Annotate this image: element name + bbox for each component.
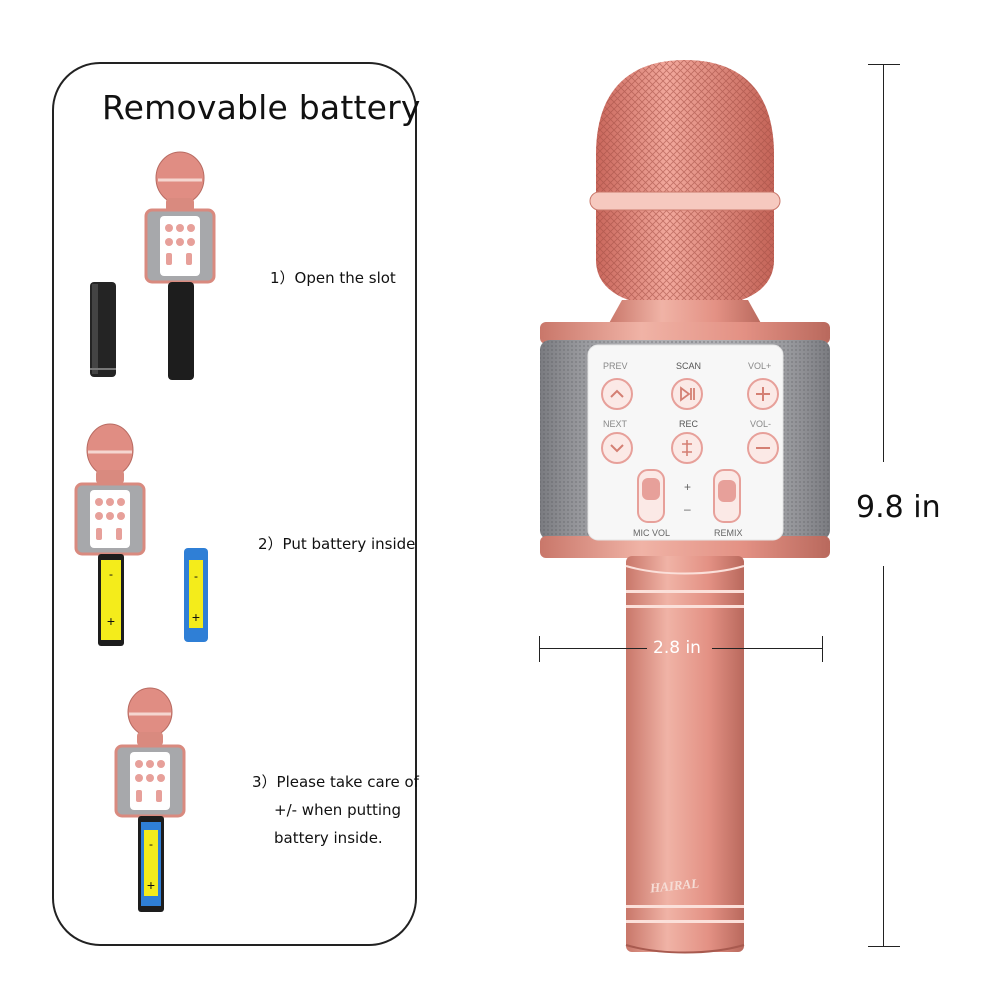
- step-2-text: 2）Put battery inside: [258, 535, 416, 553]
- height-dimension-line-top: [883, 64, 884, 462]
- vol-up-button-label: VOL+: [748, 361, 772, 371]
- next-button-label: NEXT: [603, 419, 628, 429]
- remix-label: REMIX: [714, 528, 743, 538]
- mic-vol-label: MIC VOL: [633, 528, 671, 538]
- vol-down-button-label: VOL-: [750, 419, 772, 429]
- battery-instructions-panel: [52, 62, 417, 946]
- svg-text:-: -: [149, 837, 153, 851]
- width-dimension-line-right: [712, 648, 822, 649]
- minus-label: –: [684, 502, 691, 516]
- battery-plus-label: +: [107, 613, 115, 629]
- svg-text:-: -: [194, 569, 198, 583]
- step3-illustration: - +: [114, 687, 186, 912]
- svg-text:+: +: [192, 609, 200, 625]
- svg-text:+: +: [147, 877, 155, 893]
- prev-button-label: PREV: [603, 361, 628, 371]
- step1-illustration: [90, 151, 216, 380]
- width-dimension-label: 2.8 in: [653, 638, 701, 658]
- rec-button-label: REC: [679, 419, 699, 429]
- height-dimension-label: 9.8 in: [856, 490, 941, 525]
- width-dimension-line-left: [539, 648, 647, 649]
- battery-minus-label: -: [109, 567, 113, 581]
- step-3-text: 3）Please take care of +/- when putting b…: [252, 773, 419, 847]
- microphone-product: [540, 60, 830, 954]
- step2-illustration: - + - +: [74, 423, 208, 646]
- plus-label: +: [684, 480, 692, 494]
- width-dimension-left-cap: [539, 636, 540, 662]
- width-dimension-right-cap: [822, 636, 823, 662]
- height-dimension-top-cap: [868, 64, 900, 65]
- scan-button-label: SCAN: [676, 361, 702, 371]
- panel-title: Removable battery: [102, 88, 421, 127]
- height-dimension-line-bottom: [883, 566, 884, 946]
- height-dimension-bottom-cap: [868, 946, 900, 947]
- step-1-text: 1）Open the slot: [270, 269, 396, 287]
